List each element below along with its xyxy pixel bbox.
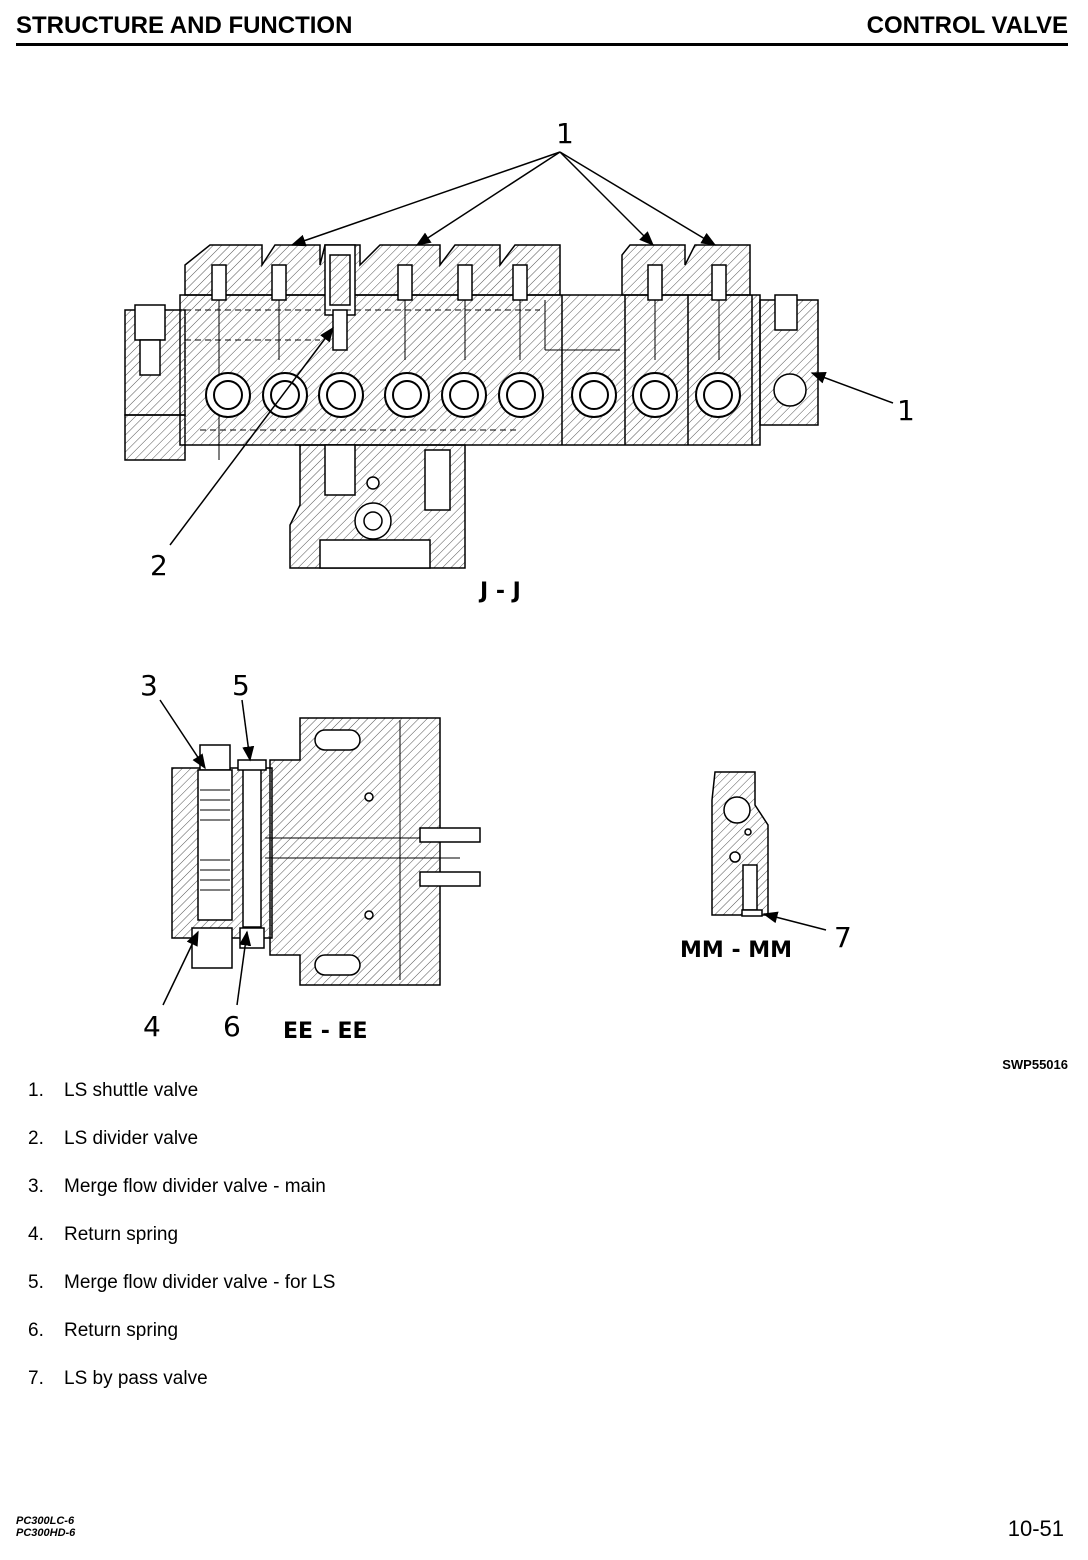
mm-leader-line: [762, 911, 827, 931]
footer-models: PC300LC-6 PC300HD-6: [16, 1515, 75, 1539]
jj-leader-lines: [169, 151, 894, 546]
legend-text: Return spring: [64, 1320, 179, 1341]
callout-3: 3: [140, 669, 158, 702]
legend-num: 2.: [28, 1128, 44, 1149]
legend-text: LS by pass valve: [64, 1368, 208, 1389]
legend-text: LS divider valve: [64, 1128, 199, 1149]
section-title: STRUCTURE AND FUNCTION: [16, 12, 353, 39]
control-valve-figure: 1 1 2 J - J 3 5 4 6 EE - E: [124, 117, 915, 1044]
callout-5: 5: [232, 669, 250, 702]
view-label-mm: MM - MM: [680, 938, 792, 963]
legend-text: Merge flow divider valve - for LS: [64, 1272, 336, 1293]
legend-item: 5. Merge flow divider valve - for LS: [28, 1272, 335, 1320]
legend-num: 7.: [28, 1368, 44, 1389]
section-mm-drawing: [711, 771, 769, 917]
callout-4: 4: [143, 1010, 161, 1043]
ee-leader-lines: [159, 699, 255, 1006]
legend-item: 1. LS shuttle valve: [28, 1080, 335, 1128]
footer-model-2: PC300HD-6: [16, 1527, 76, 1539]
legend-item: 7. LS by pass valve: [28, 1368, 335, 1416]
legend-item: 3. Merge flow divider valve - main: [28, 1176, 335, 1224]
legend-text: Return spring: [64, 1224, 179, 1245]
header-rule: [16, 43, 1068, 46]
page-number: 10-51: [1007, 1516, 1064, 1541]
legend-item: 2. LS divider valve: [28, 1128, 335, 1176]
legend-num: 3.: [28, 1176, 44, 1197]
callout-1-top: 1: [556, 117, 574, 150]
callout-6: 6: [223, 1010, 241, 1043]
view-label-ee: EE - EE: [283, 1019, 368, 1044]
legend-num: 1.: [28, 1080, 44, 1101]
legend-num: 6.: [28, 1320, 44, 1341]
footer-model-1: PC300LC-6: [16, 1515, 75, 1527]
view-label-jj: J - J: [478, 579, 521, 604]
legend-item: 4. Return spring: [28, 1224, 335, 1272]
legend-text: Merge flow divider valve - main: [64, 1176, 326, 1197]
legend-item: 6. Return spring: [28, 1320, 335, 1368]
parts-legend: 1. LS shuttle valve 2. LS divider valve 3.…: [28, 1080, 335, 1416]
callout-2: 2: [150, 549, 168, 582]
callout-7: 7: [834, 921, 852, 954]
legend-num: 5.: [28, 1272, 44, 1293]
topic-title: CONTROL VALVE: [866, 12, 1068, 39]
callout-1-right: 1: [897, 394, 915, 427]
section-ee-drawing: [171, 717, 481, 986]
figure-code: SWP55016: [1002, 1057, 1068, 1072]
section-jj-drawing: [124, 244, 819, 569]
legend-num: 4.: [28, 1224, 44, 1245]
legend-text: LS shuttle valve: [64, 1080, 199, 1101]
